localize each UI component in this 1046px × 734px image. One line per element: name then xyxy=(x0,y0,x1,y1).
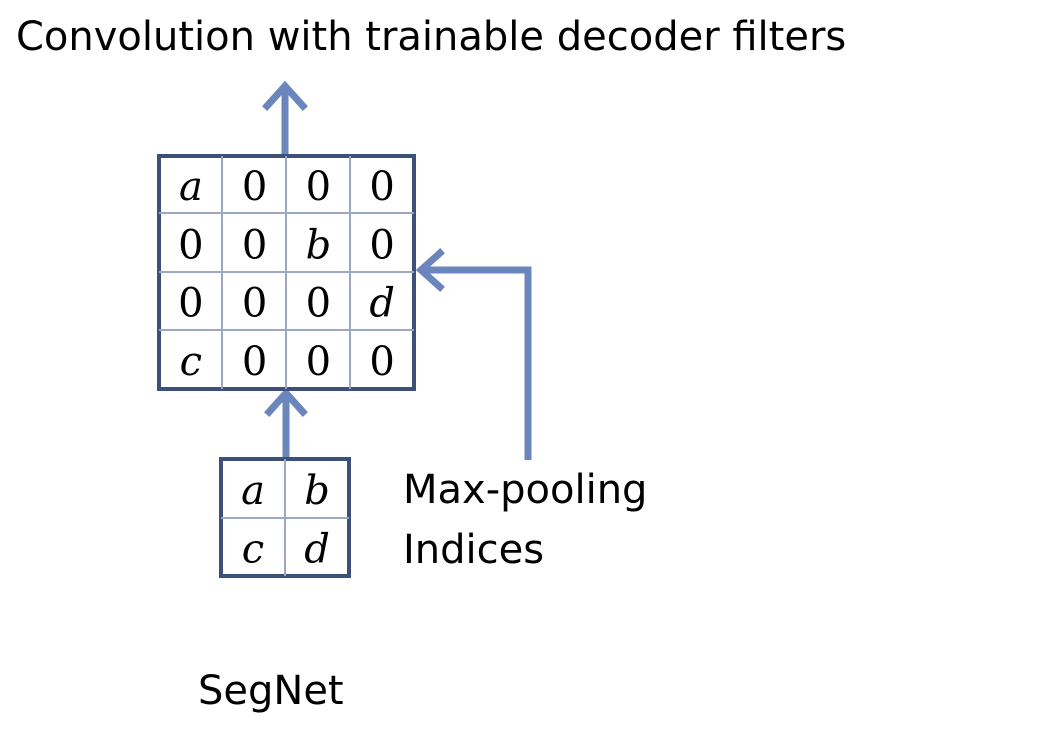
upsampled-cell-1-2: b xyxy=(306,222,332,268)
pooled-cell-0-0: a xyxy=(241,468,265,514)
top-caption: Convolution with trainable decoder filte… xyxy=(16,14,847,60)
upsampled-cell-0-3: 0 xyxy=(369,164,394,210)
upsampled-cell-2-3: d xyxy=(369,281,395,327)
upsampled-cell-0-2: 0 xyxy=(306,164,331,210)
upsampled-cell-3-2: 0 xyxy=(306,339,331,385)
pooled-cell-1-1: d xyxy=(304,527,330,573)
upsampled-cell-1-1: 0 xyxy=(242,222,267,268)
upsampled-cell-1-0: 0 xyxy=(178,222,203,268)
upsampled-cell-2-0: 0 xyxy=(178,281,203,327)
pooled-cell-1-0: c xyxy=(242,527,264,573)
max-pooling-indices-label-line1: Max-pooling xyxy=(403,467,648,513)
upsampled-cell-3-0: c xyxy=(180,339,202,385)
arrows xyxy=(262,80,532,460)
indices-arrow-shaft xyxy=(422,266,532,460)
segnet-label: SegNet xyxy=(198,668,344,714)
output-arrow-head xyxy=(262,80,308,111)
upsampled-cell-0-0: a xyxy=(179,164,203,210)
upsampled-cell-3-3: 0 xyxy=(369,339,394,385)
upsampled-cell-2-2: 0 xyxy=(306,281,331,327)
pooled-cell-0-1: b xyxy=(304,468,330,514)
upsampled-cell-2-1: 0 xyxy=(242,281,267,327)
max-pooling-indices-label-line2: Indices xyxy=(403,527,545,573)
indices-arrow-head xyxy=(415,248,445,292)
upsampled-cell-1-3: 0 xyxy=(369,222,394,268)
upsample-arrow-head xyxy=(264,387,308,417)
upsampled-cell-0-1: 0 xyxy=(242,164,267,210)
upsampled-cell-3-1: 0 xyxy=(242,339,267,385)
